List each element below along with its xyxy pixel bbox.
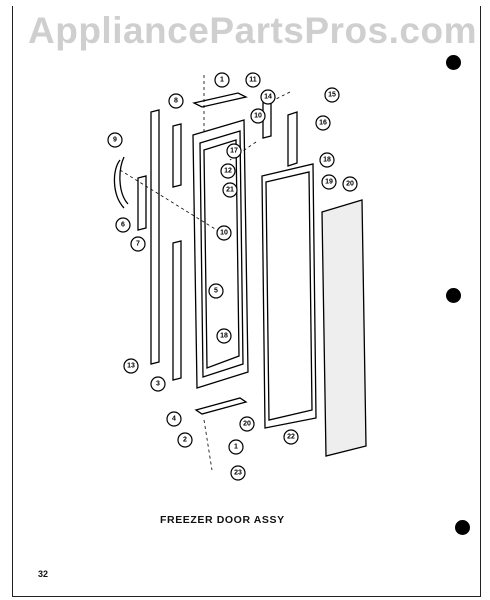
callout-7: 16 xyxy=(315,115,331,131)
svg-text:19: 19 xyxy=(325,179,333,186)
callout-10: 12 xyxy=(220,163,236,179)
part-handle-bracket xyxy=(137,175,147,231)
part-bottom-cap xyxy=(194,397,248,415)
callout-17: 7 xyxy=(130,236,146,252)
callout-26: 22 xyxy=(283,429,299,445)
part-top-cap xyxy=(192,92,248,108)
callout-13: 20 xyxy=(342,176,358,192)
callout-6: 10 xyxy=(250,108,266,124)
callout-23: 2 xyxy=(177,432,193,448)
callout-3: 8 xyxy=(168,93,184,109)
callout-12: 19 xyxy=(321,174,337,190)
svg-text:8: 8 xyxy=(174,98,178,105)
callout-markers: 1 11 8 14 15 10 16 9 17 12 18 19 20 21 1… xyxy=(107,72,358,481)
svg-text:1: 1 xyxy=(220,77,224,84)
callout-5: 15 xyxy=(324,87,340,103)
part-trim-strip xyxy=(150,109,160,365)
page-number: 32 xyxy=(38,569,49,579)
svg-text:15: 15 xyxy=(328,92,336,99)
callout-14: 21 xyxy=(222,182,238,198)
svg-text:1: 1 xyxy=(234,444,238,451)
svg-text:5: 5 xyxy=(214,288,218,295)
svg-text:21: 21 xyxy=(226,187,234,194)
part-door-panel xyxy=(321,199,367,457)
svg-text:22: 22 xyxy=(287,434,295,441)
svg-text:12: 12 xyxy=(224,168,232,175)
svg-text:16: 16 xyxy=(319,120,327,127)
binder-hole-top xyxy=(446,55,461,70)
callout-27: 23 xyxy=(230,465,246,481)
diagram-caption: FREEZER DOOR ASSY xyxy=(160,514,285,526)
svg-text:2: 2 xyxy=(183,437,187,444)
svg-text:14: 14 xyxy=(264,94,272,101)
svg-text:11: 11 xyxy=(249,77,257,84)
callout-18: 5 xyxy=(208,283,224,299)
svg-text:23: 23 xyxy=(234,470,242,477)
svg-text:17: 17 xyxy=(230,148,238,155)
part-gasket xyxy=(261,163,317,429)
part-lower-strip xyxy=(172,240,182,381)
callout-22: 4 xyxy=(166,411,182,427)
callout-9: 17 xyxy=(226,143,242,159)
svg-text:6: 6 xyxy=(121,222,125,229)
binder-hole-middle xyxy=(446,288,461,303)
binder-hole-bottom xyxy=(455,520,470,535)
svg-text:4: 4 xyxy=(172,416,176,423)
callout-16: 6 xyxy=(115,217,131,233)
svg-text:7: 7 xyxy=(136,241,140,248)
callout-2: 11 xyxy=(245,72,261,88)
svg-text:9: 9 xyxy=(113,137,117,144)
callout-21: 3 xyxy=(150,376,166,392)
part-handle xyxy=(113,159,125,209)
svg-text:20: 20 xyxy=(243,421,251,428)
svg-text:20: 20 xyxy=(346,181,354,188)
svg-text:13: 13 xyxy=(127,363,135,370)
part-side-strip xyxy=(287,111,298,167)
svg-text:3: 3 xyxy=(156,381,160,388)
callout-11: 18 xyxy=(319,152,335,168)
callout-25: 20 xyxy=(239,416,255,432)
callout-20: 13 xyxy=(123,358,139,374)
callout-1: 1 xyxy=(214,72,230,88)
svg-text:18: 18 xyxy=(323,157,331,164)
callout-4: 14 xyxy=(260,89,276,105)
callout-8: 9 xyxy=(107,132,123,148)
watermark: AppliancePartsPros.com xyxy=(28,10,477,51)
callout-24: 1 xyxy=(228,439,244,455)
page-frame xyxy=(12,6,481,597)
svg-text:18: 18 xyxy=(220,333,228,340)
svg-text:10: 10 xyxy=(254,113,262,120)
callout-15: 10 xyxy=(216,225,232,241)
svg-text:10: 10 xyxy=(220,230,228,237)
part-upper-strip xyxy=(172,123,182,188)
callout-19: 18 xyxy=(216,328,232,344)
